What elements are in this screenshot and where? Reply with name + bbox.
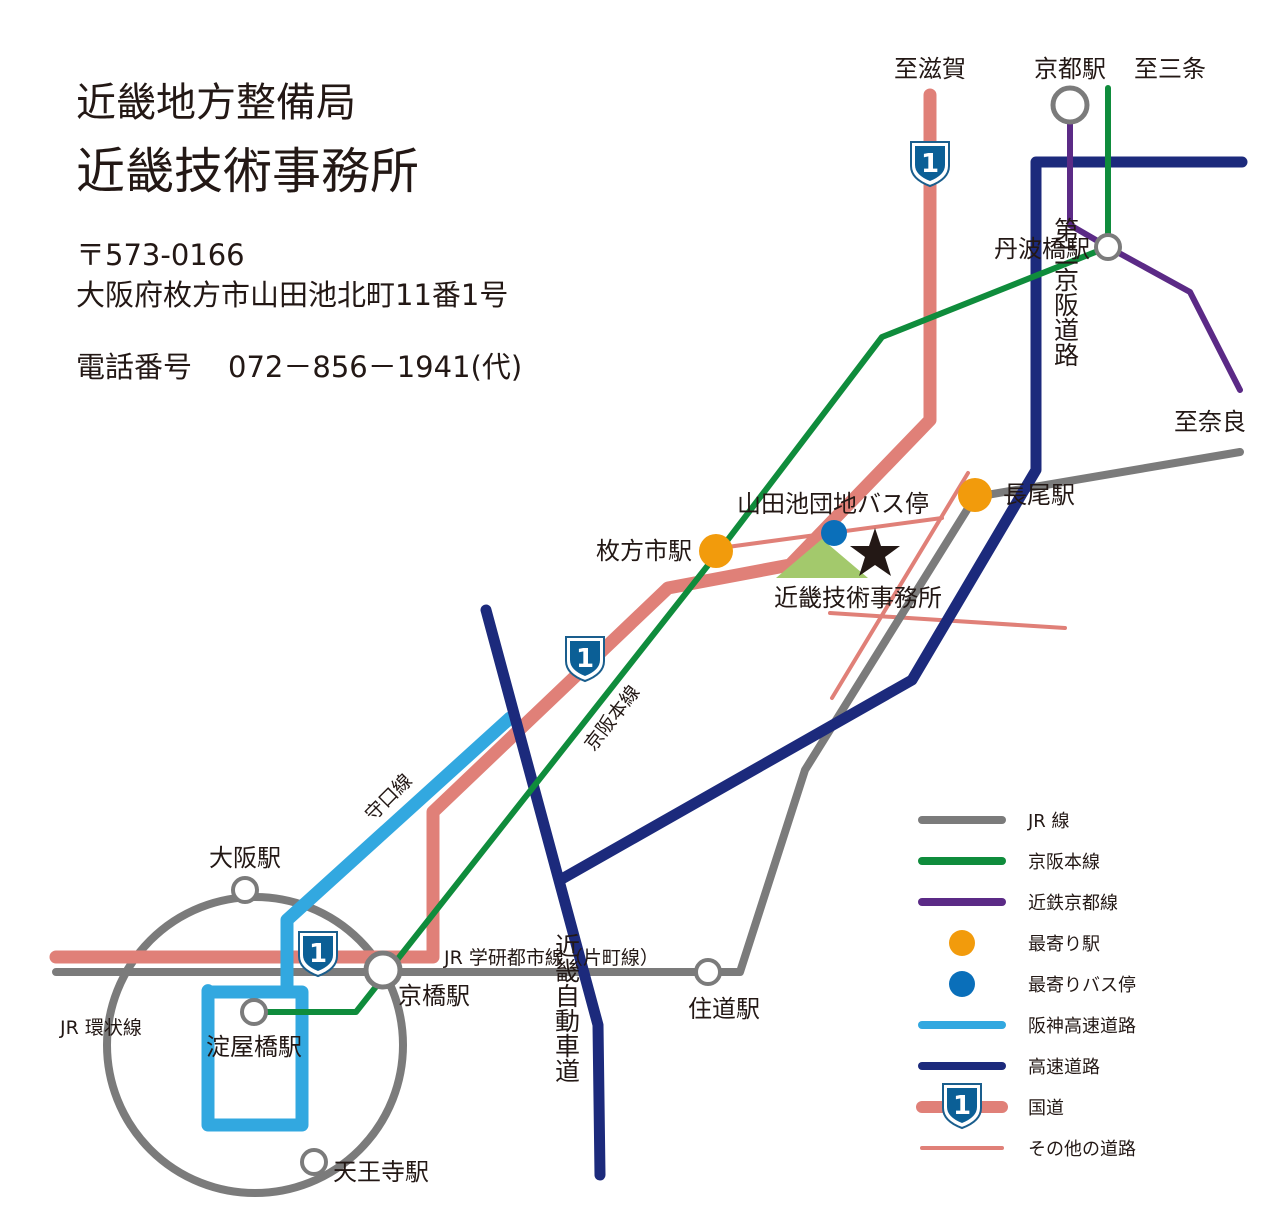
second-keihan-road: [554, 156, 1248, 886]
legend-label: 最寄りバス停: [1028, 975, 1136, 996]
legend-label: その他の道路: [1028, 1139, 1136, 1160]
national-route-1: [49, 88, 937, 964]
jr-gakkentoshi-label: JR 学研都市線（片町線）: [443, 947, 659, 969]
legend-swatch: [949, 930, 975, 956]
office-area: [776, 539, 868, 578]
legend-item: その他の道路: [920, 1139, 1136, 1160]
legend-label: 国道: [1028, 1098, 1064, 1119]
kyobashi-station-label: 京橋駅: [398, 982, 470, 1010]
legend-item: 阪神高速道路: [918, 1016, 1136, 1037]
sumimichi-station-marker: [694, 958, 722, 986]
second-keihan-road-label: 第二京阪道路: [1051, 217, 1080, 367]
kinki-expressway-label: 近畿自動車道: [552, 933, 581, 1083]
legend-label: 京阪本線: [1028, 852, 1100, 873]
legend-swatch: [949, 971, 975, 997]
route-1-shield-west: [298, 931, 338, 977]
expressways: [480, 156, 1248, 1181]
keihan-main-line: [251, 85, 1111, 1015]
bus-stop-label: 山田池団地バス停: [737, 490, 929, 518]
tennoji-station-marker: [300, 1148, 328, 1176]
nagao-station-label: 長尾駅: [1003, 481, 1075, 509]
phone: 電話番号 072－856－1941(代): [76, 344, 522, 386]
legend-label: JR 線: [1027, 811, 1070, 832]
phone-number: 072－856－1941(代): [228, 350, 523, 384]
legend-label: 最寄り駅: [1028, 934, 1100, 955]
hirakatashi-station-label: 枚方市駅: [596, 537, 692, 565]
route-1-shield-north: [910, 141, 950, 187]
legend-item: 近鉄京都線: [918, 893, 1118, 914]
route-1-shield-mid: [565, 636, 605, 682]
legend-item: 最寄りバス停: [949, 971, 1136, 997]
legend-item: JR 線: [918, 811, 1070, 832]
jr-loop-label: JR 環状線: [59, 1017, 142, 1039]
legend-label: 高速道路: [1028, 1057, 1100, 1078]
to-shiga-label: 至滋賀: [894, 55, 966, 83]
yodoyabashi-station-marker: [240, 998, 268, 1026]
legend-item: 最寄り駅: [949, 930, 1100, 956]
osaka-station-marker: [231, 876, 259, 904]
legend: JR 線京阪本線近鉄京都線最寄り駅最寄りバス停阪神高速道路高速道路国道その他の道…: [916, 811, 1136, 1160]
legend-label: 阪神高速道路: [1028, 1016, 1136, 1037]
phone-label: 電話番号: [76, 350, 193, 384]
legend-item: 京阪本線: [918, 852, 1100, 873]
star-icon: [850, 528, 900, 576]
route-1-shield-legend: [942, 1083, 982, 1129]
tennoji-station-label: 天王寺駅: [333, 1158, 429, 1186]
to-nara-label: 至奈良: [1174, 408, 1246, 436]
bus-stop-dot: [821, 520, 847, 546]
legend-label: 近鉄京都線: [1028, 893, 1118, 914]
hanshin-expressway: [201, 711, 517, 1132]
tambabashi-station-marker: [1094, 233, 1122, 261]
nagao-station-dot: [958, 478, 992, 512]
osaka-station-label: 大阪駅: [209, 844, 281, 872]
kyoto-station-label: 京都駅: [1034, 55, 1106, 83]
tambabashi-station-label: 丹波橋駅: [994, 235, 1090, 263]
station-markers: [231, 85, 1122, 1176]
legend-item: 国道: [916, 1083, 1064, 1129]
to-sanjo-label: 至三条: [1134, 55, 1206, 83]
address: 大阪府枚方市山田池北町11番1号: [76, 278, 509, 312]
kyoto-station-marker: [1050, 85, 1090, 125]
office-map-label: 近畿技術事務所: [774, 584, 942, 612]
legend-item: 高速道路: [918, 1057, 1100, 1078]
yodoyabashi-station-label: 淀屋橋駅: [206, 1033, 302, 1061]
organization-name: 近畿地方整備局: [76, 80, 356, 126]
postal-code: 〒573-0166: [76, 238, 245, 272]
kyobashi-station-marker: [363, 950, 403, 990]
sumimichi-station-label: 住道駅: [688, 995, 760, 1023]
kinki-expressway: [480, 604, 606, 1181]
hirakatashi-station-dot: [699, 534, 733, 568]
office-name: 近畿技術事務所: [76, 143, 420, 200]
